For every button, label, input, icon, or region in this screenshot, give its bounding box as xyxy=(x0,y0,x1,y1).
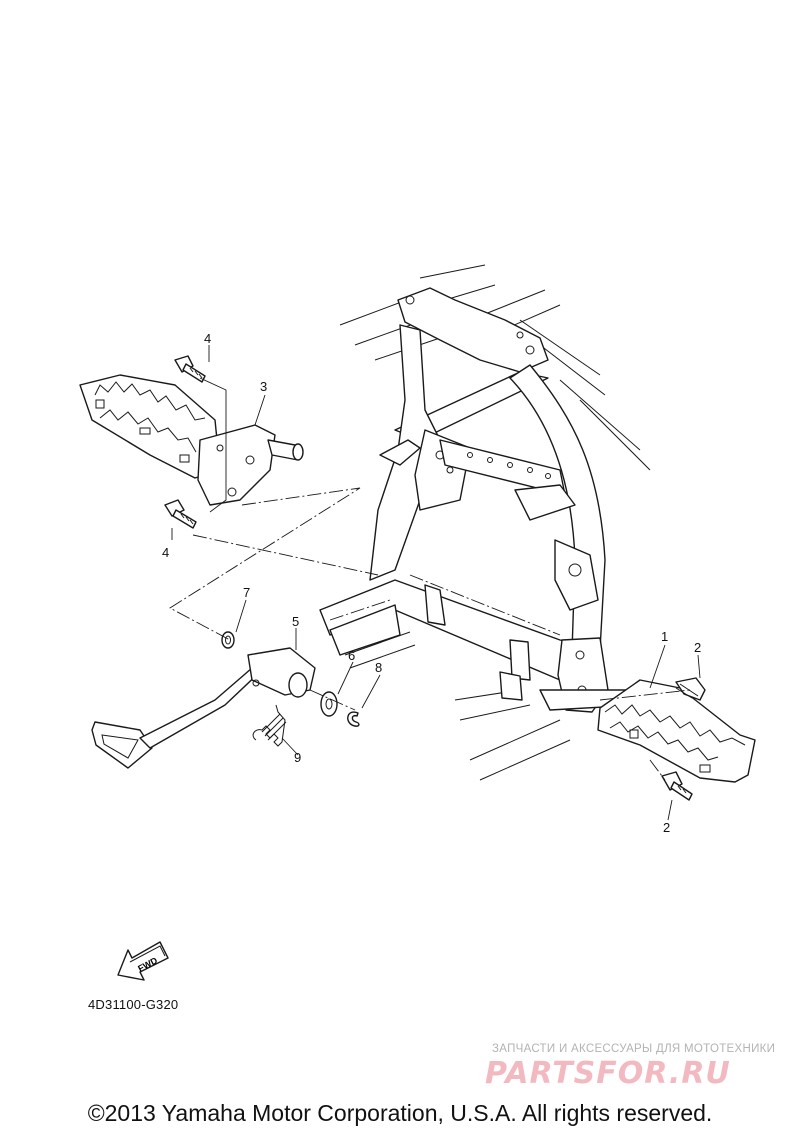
callout-7: 7 xyxy=(243,585,250,600)
right-footrest xyxy=(597,679,756,783)
bolt-lower-4 xyxy=(164,499,197,529)
callout-6: 6 xyxy=(348,648,355,663)
left-footrest xyxy=(79,374,221,479)
callout-4-lower: 4 xyxy=(162,545,169,560)
assembly-lines xyxy=(169,487,691,781)
circlip xyxy=(347,711,360,727)
washer xyxy=(320,691,338,717)
o-ring xyxy=(221,631,235,649)
callout-8: 8 xyxy=(375,660,382,675)
footrest-bracket xyxy=(197,424,304,506)
callout-3: 3 xyxy=(260,379,267,394)
watermark-tagline: ЗАПЧАСТИ И АКСЕССУАРЫ ДЛЯ МОТОТЕХНИКИ xyxy=(492,1043,776,1055)
callout-2-upper: 2 xyxy=(694,640,701,655)
callout-1: 1 xyxy=(661,629,668,644)
callouts: 1 2 2 3 4 4 5 6 7 8 9 xyxy=(162,331,701,835)
fwd-arrow-icon: FWD xyxy=(117,941,169,981)
leader-lines xyxy=(171,345,701,821)
bolt-upper-2 xyxy=(675,677,706,701)
watermark-logo: PARTSFOR.RU xyxy=(485,1056,731,1091)
callout-2-lower: 2 xyxy=(663,820,670,835)
copyright-notice: ©2013 Yamaha Motor Corporation, U.S.A. A… xyxy=(87,1100,713,1126)
return-spring xyxy=(252,704,287,747)
callout-9: 9 xyxy=(294,750,301,765)
bolt-upper-4 xyxy=(174,355,206,383)
frame-assembly xyxy=(319,264,651,781)
diagram-code: 4D31100-G320 xyxy=(88,997,179,1012)
bolt-lower-2 xyxy=(661,771,693,801)
callout-5: 5 xyxy=(292,614,299,629)
callout-4-upper: 4 xyxy=(204,331,211,346)
brake-pedal xyxy=(91,647,316,769)
